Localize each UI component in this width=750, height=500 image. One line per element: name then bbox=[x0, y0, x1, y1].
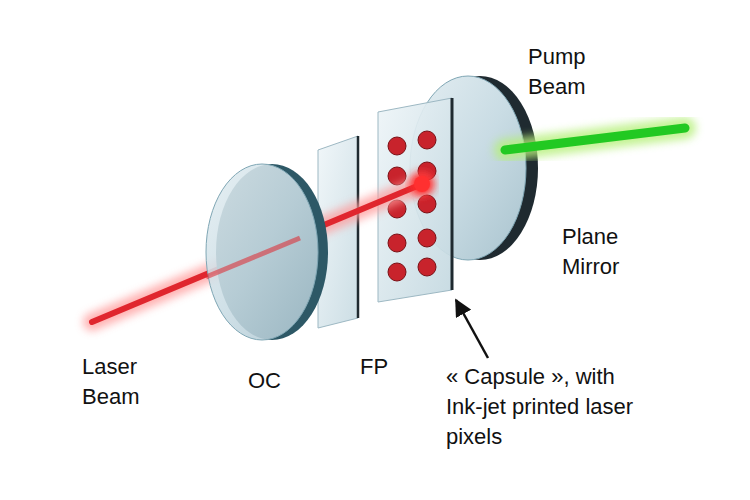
pump-beam bbox=[505, 128, 685, 150]
leader-arrow bbox=[456, 300, 488, 358]
laser-beam-through-oc bbox=[206, 238, 300, 277]
pump-beam-glow bbox=[505, 128, 685, 150]
fp-label: FP bbox=[360, 352, 420, 382]
mirror-label: Plane Mirror bbox=[562, 222, 657, 282]
laser-spot-core bbox=[414, 176, 430, 192]
laser-pixels bbox=[388, 131, 436, 281]
laser-beam-label: Laser Beam bbox=[82, 352, 167, 412]
pump-beam-label: Pump Beam bbox=[528, 42, 623, 102]
output-coupler bbox=[206, 164, 318, 340]
capsule-edge bbox=[451, 98, 454, 290]
capsule-label: « Capsule », with Ink-jet printed laser … bbox=[446, 362, 641, 452]
fp-edge bbox=[357, 136, 360, 318]
oc-label: OC bbox=[248, 366, 308, 396]
laser-spot bbox=[410, 172, 434, 196]
